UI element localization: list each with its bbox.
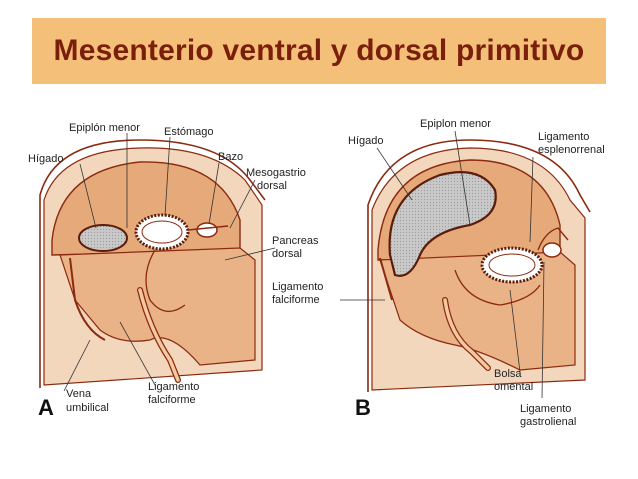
label-bolsa-line2: omental [494,381,533,393]
label-bolsa-line1: Bolsa [494,368,522,380]
panel-b-liver [388,171,497,277]
panel-letter-a: A [38,395,54,420]
label-vena-line2: umbilical [66,402,109,414]
label-epiplon-menor-b: Epiplon menor [420,118,491,130]
label-pancreas-line2: dorsal [272,248,302,260]
panel-a-spleen [196,222,218,238]
label-pancreas-line1: Pancreas [272,235,319,247]
label-mesogastrio-line2: dorsal [257,180,287,192]
panel-b-spleen [542,242,562,258]
label-mesogastrio-line1: Mesogastrio [246,167,306,179]
label-lig-falc-a-line2: falciforme [148,394,196,406]
label-lig-gastro-line1: Ligamento [520,403,571,415]
label-bazo-a: Bazo [218,151,243,163]
label-higado-a: Hígado [28,153,63,165]
label-vena-line1: Vena [66,388,92,400]
slide-title: Mesenterio ventral y dorsal primitivo [53,34,585,67]
panel-a-lower-tissue [59,247,256,366]
label-lig-falc-b-line2: falciforme [272,294,320,306]
panel-a-wall-edge [39,139,266,388]
label-estomago-a: Estómago [164,126,214,138]
panel-b: Hígado Epiplon menor Ligamento esplenorr… [272,118,605,428]
label-lig-gastro-line2: gastrolienal [520,416,576,428]
panel-letter-b: B [355,395,371,420]
label-lig-esplen-line2: esplenorrenal [538,144,605,156]
label-lig-esplen-line1: Ligamento [538,131,589,143]
label-lig-falc-b-line1: Ligamento [272,281,323,293]
panel-a-umbilical-vein [69,257,106,341]
panel-a-liver [78,224,128,252]
label-higado-b: Hígado [348,135,383,147]
panel-a: Epiplón menor Estómago Hígado Bazo Mesog… [28,122,319,420]
label-lig-falc-a-line1: Ligamento [148,381,199,393]
title-banner: Mesenterio ventral y dorsal primitivo [32,18,606,84]
label-epiplon-menor-a: Epiplón menor [69,122,140,134]
